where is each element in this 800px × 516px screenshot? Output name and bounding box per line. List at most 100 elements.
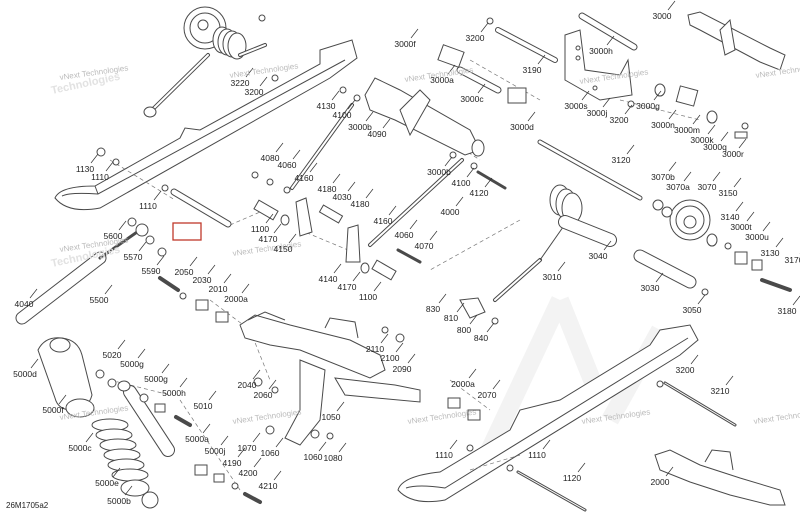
part-label[interactable]: 5000g [144, 374, 168, 384]
part-label[interactable]: 1110 [139, 201, 157, 211]
part-label[interactable]: 4160 [295, 173, 314, 183]
part-label[interactable]: 1120 [563, 473, 582, 483]
part-label[interactable]: 1110 [91, 172, 109, 182]
part-label[interactable]: 4100 [333, 110, 352, 120]
part-label[interactable]: 3200 [610, 115, 629, 125]
part-label[interactable]: 4150 [274, 244, 293, 254]
part-label[interactable]: 3200 [466, 33, 485, 43]
part-label[interactable]: 4030 [333, 192, 352, 202]
part-label[interactable]: 5000d [13, 369, 37, 379]
part-label[interactable]: 3070a [666, 182, 690, 192]
part-label[interactable]: 2100 [381, 353, 400, 363]
part-label[interactable]: 1110 [435, 450, 453, 460]
part-label[interactable]: 3000u [745, 232, 769, 242]
part-label[interactable]: 1100 [251, 224, 270, 234]
part-label[interactable]: 3000s [564, 101, 587, 111]
part-label[interactable]: 4180 [318, 184, 337, 194]
part-label[interactable]: 4060 [395, 230, 414, 240]
part-label[interactable]: 3050 [683, 305, 702, 315]
part-label[interactable]: 3010 [543, 272, 562, 282]
part-label[interactable]: 5000a [185, 434, 209, 444]
part-label[interactable]: 3030 [641, 283, 660, 293]
part-label[interactable]: 3000n [651, 120, 675, 130]
part-label[interactable]: 3170 [785, 255, 800, 265]
part-label[interactable]: 3000b [348, 122, 372, 132]
part-label[interactable]: 3200 [676, 365, 695, 375]
part-label[interactable]: 4060 [278, 160, 297, 170]
part-label[interactable]: 5000e [95, 478, 119, 488]
part-label[interactable]: 3000 [653, 11, 672, 21]
part-label[interactable]: 3000g [636, 101, 660, 111]
part-label[interactable]: 2000 [651, 477, 670, 487]
part-label[interactable]: 5000b [107, 496, 131, 506]
part-label[interactable]: 2070 [478, 390, 497, 400]
part-label[interactable]: 3150 [719, 188, 738, 198]
part-label[interactable]: 1070 [238, 443, 257, 453]
part-label[interactable]: 1060 [304, 452, 323, 462]
part-label[interactable]: 3000t [730, 222, 752, 232]
part-label[interactable]: 3200 [245, 87, 264, 97]
part-label[interactable]: 2090 [393, 364, 412, 374]
part-label[interactable]: 5000f [42, 405, 64, 415]
part-label[interactable]: 3000k [690, 135, 714, 145]
part-label[interactable]: 3190 [523, 65, 542, 75]
part-label[interactable]: 5000g [120, 359, 144, 369]
part-label[interactable]: 2040 [238, 380, 257, 390]
part-label[interactable]: 3210 [711, 386, 730, 396]
part-label[interactable]: 1130 [76, 164, 95, 174]
part-label[interactable]: 2000a [451, 379, 475, 389]
part-label[interactable]: 3000b [427, 167, 451, 177]
part-label[interactable]: 3220 [231, 78, 250, 88]
part-label[interactable]: 5000c [68, 443, 92, 453]
part-label[interactable]: 4140 [319, 274, 338, 284]
part-label[interactable]: 4100 [452, 178, 471, 188]
part-label[interactable]: 1050 [322, 412, 341, 422]
part-label[interactable]: 4120 [470, 188, 489, 198]
part-label[interactable]: 4180 [351, 199, 370, 209]
part-label[interactable]: 5570 [124, 252, 143, 262]
part-label[interactable]: 3000a [430, 75, 454, 85]
part-label[interactable]: 4000 [441, 207, 460, 217]
part-label[interactable]: 3180 [778, 306, 797, 316]
part-label[interactable]: 4130 [317, 101, 336, 111]
part-label[interactable]: 3000f [394, 39, 416, 49]
part-label[interactable]: 2110 [366, 344, 385, 354]
part-label[interactable]: 3120 [612, 155, 631, 165]
part-label[interactable]: 4170 [259, 234, 278, 244]
part-label[interactable]: 5020 [103, 350, 122, 360]
part-label[interactable]: 4210 [259, 481, 278, 491]
part-label[interactable]: 3070 [698, 182, 717, 192]
part-label[interactable]: 840 [474, 333, 488, 343]
part-label[interactable]: 3000q [703, 142, 727, 152]
part-label[interactable]: 2050 [175, 267, 194, 277]
part-label[interactable]: 3130 [761, 248, 780, 258]
part-label[interactable]: 1110 [528, 450, 546, 460]
part-label[interactable]: 830 [426, 304, 440, 314]
part-label[interactable]: 3070b [651, 172, 675, 182]
part-label[interactable]: 1100 [359, 292, 378, 302]
part-label[interactable]: 3000h [589, 46, 613, 56]
part-label[interactable]: 2000a [224, 294, 248, 304]
part-label[interactable]: 5010 [194, 401, 213, 411]
part-label[interactable]: 4170 [338, 282, 357, 292]
part-label[interactable]: 4160 [374, 216, 393, 226]
part-label[interactable]: 5000j [205, 446, 226, 456]
part-label[interactable]: 3000r [722, 149, 744, 159]
part-label[interactable]: 5000h [162, 388, 186, 398]
part-label[interactable]: 3000m [674, 125, 700, 135]
part-label[interactable]: 4190 [223, 458, 242, 468]
part-label[interactable]: 3000d [510, 122, 534, 132]
part-label[interactable]: 3000c [460, 94, 484, 104]
part-label[interactable]: 4070 [415, 241, 434, 251]
part-label[interactable]: 2010 [209, 284, 228, 294]
part-label[interactable]: 2030 [193, 275, 212, 285]
part-label[interactable]: 3000j [587, 108, 608, 118]
part-label[interactable]: 5600 [104, 231, 123, 241]
part-label[interactable]: 5590 [142, 266, 161, 276]
part-label[interactable]: 2060 [254, 390, 273, 400]
part-label[interactable]: 4200 [239, 468, 258, 478]
part-label[interactable]: 810 [444, 313, 458, 323]
part-label[interactable]: 1080 [324, 453, 343, 463]
part-label[interactable]: 4090 [368, 129, 387, 139]
part-label[interactable]: 1060 [261, 448, 280, 458]
